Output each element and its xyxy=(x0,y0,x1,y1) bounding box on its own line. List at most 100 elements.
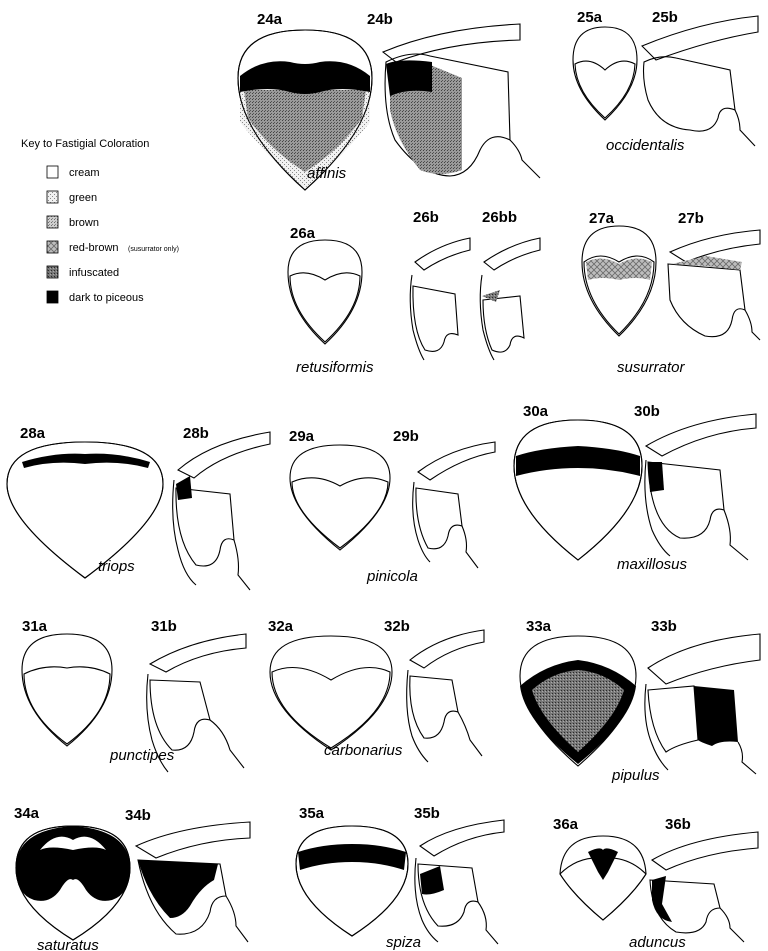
figure-label-24a: 24a xyxy=(257,11,283,28)
fastigium-dorsal-35a xyxy=(296,826,408,936)
figure-28: 28a 28b triops xyxy=(7,425,270,590)
figure-label-35a: 35a xyxy=(299,805,325,822)
species-name-maxillosus: maxillosus xyxy=(617,556,688,573)
figure-label-26a: 26a xyxy=(290,225,316,242)
figure-label-36b: 36b xyxy=(665,816,691,833)
key-item-green: green xyxy=(47,191,97,204)
figure-32: 32a 32b carbonarius xyxy=(268,618,484,762)
figure-29: 29a 29b pinicola xyxy=(289,428,495,585)
fastigium-lateral-26bb xyxy=(480,238,540,360)
swatch-dark-to-piceous xyxy=(47,291,58,303)
key-label-green: green xyxy=(69,192,97,204)
fastigium-lateral-32b xyxy=(407,630,484,762)
figure-label-27a: 27a xyxy=(589,210,615,227)
figure-label-24b: 24b xyxy=(367,11,393,28)
fastigium-dorsal-36a xyxy=(560,836,646,920)
swatch-green xyxy=(47,191,58,203)
species-name-affinis: affinis xyxy=(307,165,347,182)
fastigium-dorsal-32a xyxy=(270,636,392,750)
fastigium-dorsal-33a xyxy=(520,636,636,766)
fastigium-dorsal-29a xyxy=(290,445,390,550)
swatch-red-brown xyxy=(47,241,58,253)
fastigium-dorsal-25a xyxy=(573,27,637,120)
figure-label-32b: 32b xyxy=(384,618,410,635)
species-name-occidentalis: occidentalis xyxy=(606,137,685,154)
species-name-carbonarius: carbonarius xyxy=(324,742,403,759)
fastigium-lateral-36b xyxy=(650,832,758,942)
figure-25: 25a 25b occidentalis xyxy=(573,9,758,154)
species-name-triops: triops xyxy=(98,558,135,575)
figure-label-28a: 28a xyxy=(20,425,46,442)
fastigium-lateral-27b xyxy=(668,230,760,340)
figure-34: 34a 34b saturatus xyxy=(14,805,250,951)
fastigium-dorsal-28a xyxy=(7,442,163,578)
figure-label-25a: 25a xyxy=(577,9,603,26)
key-label-red-brown: red-brown xyxy=(69,242,119,254)
swatch-brown xyxy=(47,216,58,228)
figure-label-27b: 27b xyxy=(678,210,704,227)
key-item-red-brown: red-brown (susurrator only) xyxy=(47,241,179,254)
key-item-infuscated: infuscated xyxy=(47,266,119,279)
fastigium-dorsal-31a xyxy=(22,634,112,746)
fastigium-lateral-34b xyxy=(136,822,250,942)
coloration-key: Key to Fastigial Coloration cream green … xyxy=(21,138,179,304)
fastigium-dorsal-30a xyxy=(514,420,642,560)
key-label-dark-to-piceous: dark to piceous xyxy=(69,292,144,304)
fastigium-lateral-30b xyxy=(645,414,756,560)
fastigium-lateral-33b xyxy=(645,634,760,774)
fastigium-lateral-25b xyxy=(642,16,758,146)
fastigium-dorsal-24a xyxy=(238,30,372,190)
species-name-spiza: spiza xyxy=(386,934,421,951)
figure-26: 26a 26b 26bb retusiformis xyxy=(288,209,540,376)
fastigium-lateral-29b xyxy=(413,442,495,568)
figure-30: 30a 30b maxillosus xyxy=(514,403,756,573)
species-name-punctipes: punctipes xyxy=(109,747,175,764)
figure-label-28b: 28b xyxy=(183,425,209,442)
figure-label-36a: 36a xyxy=(553,816,579,833)
fastigium-dorsal-27a xyxy=(582,226,656,336)
key-note-red-brown: (susurrator only) xyxy=(128,246,179,253)
key-item-cream: cream xyxy=(47,166,100,179)
species-name-aduncus: aduncus xyxy=(629,934,686,951)
species-name-pinicola: pinicola xyxy=(366,568,418,585)
fastigium-lateral-24b xyxy=(383,24,540,178)
species-name-susurrator: susurrator xyxy=(617,359,686,376)
species-name-pipulus: pipulus xyxy=(611,767,660,784)
figure-label-25b: 25b xyxy=(652,9,678,26)
figure-label-26bb: 26bb xyxy=(482,209,517,226)
figure-label-32a: 32a xyxy=(268,618,294,635)
figure-35: 35a 35b spiza xyxy=(296,805,504,951)
key-item-brown: brown xyxy=(47,216,99,229)
figure-27: 27a 27b susurrator xyxy=(582,210,760,376)
figure-label-30b: 30b xyxy=(634,403,660,420)
figure-label-31a: 31a xyxy=(22,618,48,635)
swatch-cream xyxy=(47,166,58,178)
key-label-cream: cream xyxy=(69,167,100,179)
figure-label-33a: 33a xyxy=(526,618,552,635)
key-item-dark-to-piceous: dark to piceous xyxy=(47,291,144,304)
figure-label-26b: 26b xyxy=(413,209,439,226)
key-label-brown: brown xyxy=(69,217,99,229)
fastigium-dorsal-26a xyxy=(288,240,362,344)
figure-label-31b: 31b xyxy=(151,618,177,635)
figure-label-30a: 30a xyxy=(523,403,549,420)
fastigium-dorsal-34a xyxy=(16,826,130,940)
key-title: Key to Fastigial Coloration xyxy=(21,138,149,150)
key-label-infuscated: infuscated xyxy=(69,267,119,279)
species-name-retusiformis: retusiformis xyxy=(296,359,374,376)
figure-33: 33a 33b pipulus xyxy=(520,618,760,784)
figure-label-34b: 34b xyxy=(125,807,151,824)
species-name-saturatus: saturatus xyxy=(37,937,99,951)
figure-36: 36a 36b aduncus xyxy=(553,816,758,951)
figure-24: 24a 24b affinis xyxy=(238,11,540,190)
figure-label-35b: 35b xyxy=(414,805,440,822)
figure-31: 31a 31b punctipes xyxy=(22,618,246,772)
figure-label-34a: 34a xyxy=(14,805,40,822)
fastigium-lateral-26b xyxy=(410,238,470,360)
figure-label-29b: 29b xyxy=(393,428,419,445)
swatch-infuscated xyxy=(47,266,58,278)
fastigium-lateral-35b xyxy=(415,820,504,944)
figure-label-33b: 33b xyxy=(651,618,677,635)
figure-label-29a: 29a xyxy=(289,428,315,445)
